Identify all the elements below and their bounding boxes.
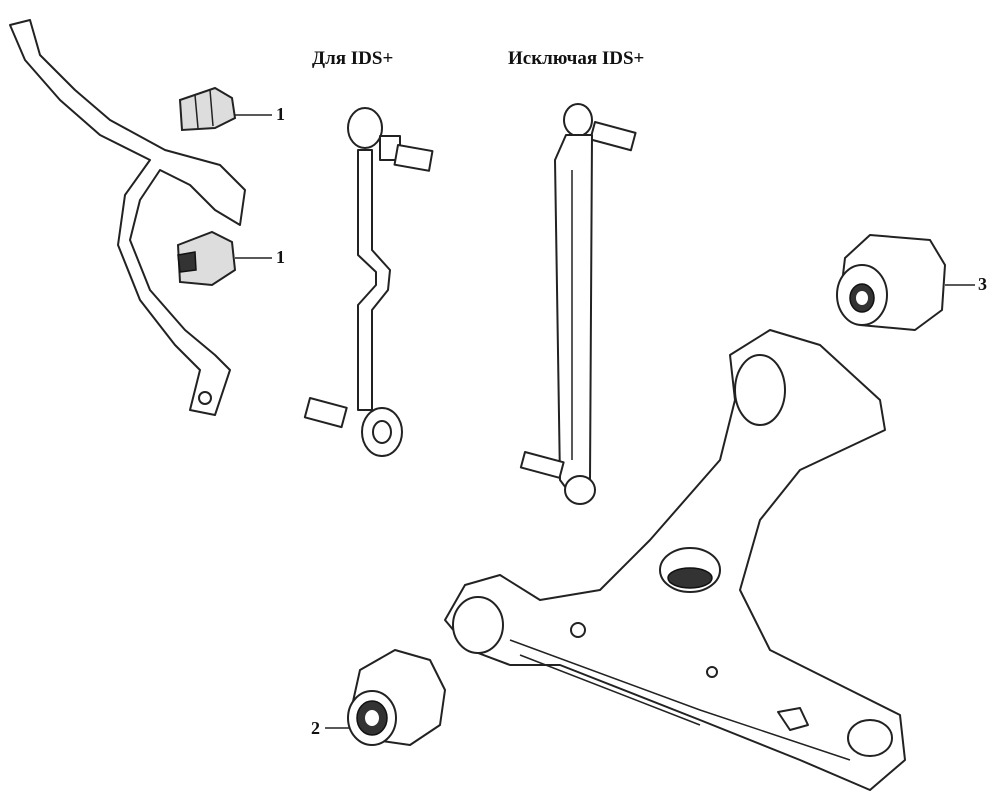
callout-3: 3 [978, 274, 987, 294]
control-arm [444, 329, 906, 791]
callout-2: 2 [311, 718, 320, 738]
front-bushing [325, 649, 446, 746]
caption-with-ids: Для IDS+ [312, 48, 394, 69]
rear-bushing [836, 234, 975, 331]
callout-1-upper: 1 [276, 104, 285, 124]
stabilizer-bushing-upper [178, 86, 272, 132]
stabilizer-link-ids [303, 107, 434, 457]
stabilizer-link-non-ids [519, 103, 637, 505]
stabilizer-bar [9, 19, 246, 416]
stabilizer-bushing-lower [176, 230, 272, 287]
callout-1-lower: 1 [276, 247, 285, 267]
caption-without-ids: Исключая IDS+ [508, 48, 645, 69]
